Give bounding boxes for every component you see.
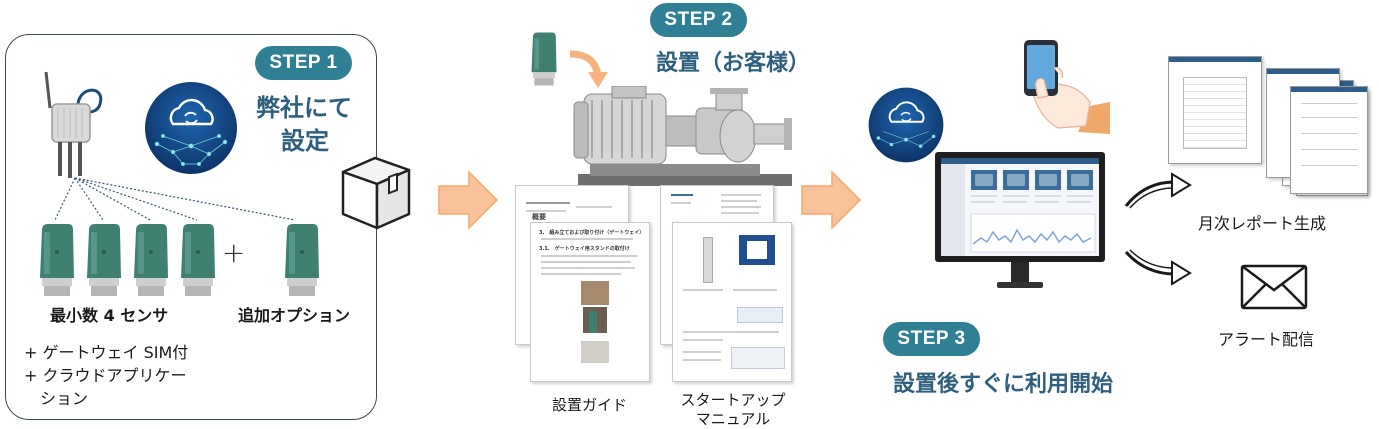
guide-heading: 3. 組み立ておよび取り付け（ゲートウェイ） <box>539 230 645 236</box>
plus-sign: + <box>222 236 246 269</box>
flow-arrow-icon <box>438 170 499 230</box>
cloud-sync-icon <box>145 82 237 174</box>
step2-badge: STEP 2 <box>650 3 747 37</box>
manual-doc-front <box>672 222 792 382</box>
report-label: 月次レポート生成 <box>1198 214 1327 233</box>
cloud-sync-icon <box>868 87 944 163</box>
sensor-icon <box>531 32 557 86</box>
manual-label-line2: マニュアル <box>695 410 771 428</box>
step1-title-line1: 弊社にて <box>256 94 352 122</box>
sensors-label: 最小数 4 センサ <box>50 306 169 325</box>
sensor-icon <box>134 224 168 296</box>
pump-motor-icon <box>573 86 792 186</box>
report-page <box>1168 56 1262 164</box>
guide-doc-front: 3. 組み立ておよび取り付け（ゲートウェイ） 3.1. ゲートウェイ用スタンドの… <box>530 222 650 382</box>
guide-back-heading: 概要 <box>532 213 546 221</box>
curved-arrow-icon <box>569 50 608 88</box>
step1-badge: STEP 1 <box>255 46 352 80</box>
option-label: 追加オプション <box>238 306 351 325</box>
includes-line-1: + ゲートウェイ SIM付 <box>24 343 189 362</box>
gateway-icon <box>44 71 103 178</box>
step2-title: 設置（お客様） <box>656 51 811 76</box>
connection-lines <box>55 177 296 221</box>
guide-subheading: 3.1. ゲートウェイ用スタンドの取付け <box>539 246 630 252</box>
alert-label: アラート配信 <box>1218 330 1315 349</box>
guide-label: 設置ガイド <box>552 396 628 414</box>
includes-line-3: ション <box>24 389 89 408</box>
step3-badge: STEP 3 <box>883 322 980 356</box>
smartphone-hand-icon <box>1024 40 1110 134</box>
sensor-icon <box>285 224 319 296</box>
mail-icon <box>1240 264 1308 310</box>
sensor-icon <box>40 224 74 296</box>
report-page <box>1290 86 1368 194</box>
manual-label-line1: スタートアップ <box>680 391 786 409</box>
flow-arrow-icon <box>801 170 862 230</box>
step1-title-line2: 設定 <box>281 127 329 155</box>
sensor-icon <box>87 224 121 296</box>
monitor-icon <box>935 152 1105 288</box>
box-icon <box>341 156 411 230</box>
includes-line-2: + クラウドアプリケー <box>24 366 187 385</box>
curved-arrow-icon <box>1124 172 1192 209</box>
step3-title: 設置後すぐに利用開始 <box>893 372 1114 397</box>
curved-arrow-icon <box>1124 249 1192 286</box>
sensor-icon <box>181 224 215 296</box>
